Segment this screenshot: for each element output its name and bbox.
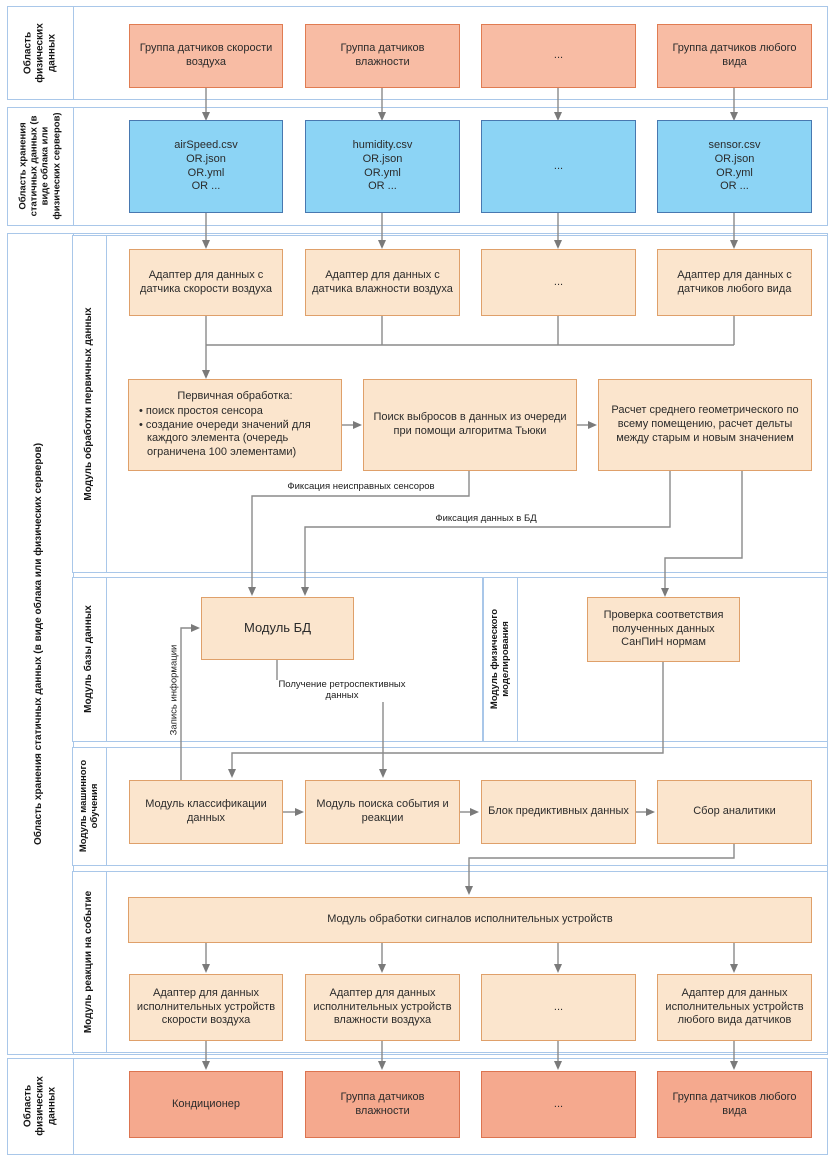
module-event-reaction-label: Модуль реакции на событие	[83, 890, 95, 1034]
edge-label-write-info: Запись информации	[168, 644, 180, 736]
box-file-ellipsis: ...	[481, 120, 636, 213]
label-column-divider	[106, 748, 107, 865]
box-label: Модуль обработки сигналов исполнительных…	[327, 913, 613, 926]
box-label: ...	[553, 275, 564, 288]
box-exec-adapter-airspeed: Адаптер для данных исполнительных устрой…	[129, 974, 283, 1041]
label-column-divider	[517, 578, 518, 741]
box-label: Группа датчиков любого вида	[672, 42, 797, 68]
box-out-humidity-group: Группа датчиков влажности	[305, 1071, 460, 1138]
primary-processing-bullet: • создание очереди значений для каждого …	[139, 418, 311, 459]
box-label: Адаптер для данных с датчика влажности в…	[312, 268, 453, 295]
section-physical-top-label: Область физических данных	[22, 23, 57, 83]
label-column-divider	[73, 7, 74, 99]
edge-label-faulty-sensors: Фиксация неисправных сенсоров	[287, 481, 435, 492]
box-tukey-outliers: Поиск выбросов в данных из очереди при п…	[363, 379, 577, 471]
box-label: Модуль поиска события и реакции	[316, 798, 449, 824]
box-label: Поиск выбросов в данных из очереди при п…	[373, 411, 567, 437]
box-file-airspeed: airSpeed.csv OR.json OR.yml OR ...	[129, 120, 283, 213]
box-label: ...	[553, 1097, 564, 1110]
box-label: Группа датчиков скорости воздуха	[139, 42, 273, 68]
module-primary-processing-label: Модуль обработки первичных данных	[83, 307, 95, 501]
box-label: Адаптер для данных с датчика скорости во…	[140, 268, 272, 295]
box-event-search-module: Модуль поиска события и реакции	[305, 780, 460, 844]
box-label: Адаптер для данных исполнительных устрой…	[665, 986, 804, 1027]
box-signal-processing: Модуль обработки сигналов исполнительных…	[128, 897, 812, 943]
section-static-storage-top-label: Область хранения статичных данных (в вид…	[17, 112, 63, 220]
box-geometric-mean: Расчет среднего геометрического по всему…	[598, 379, 812, 471]
box-adapter-airspeed: Адаптер для данных с датчика скорости во…	[129, 249, 283, 316]
box-primary-processing: Первичная обработка: • поиск простоя сен…	[128, 379, 342, 471]
box-label: sensor.csv OR.json OR.yml OR ...	[708, 138, 761, 193]
label-column-divider	[73, 1059, 74, 1154]
box-label: Сбор аналитики	[693, 805, 776, 818]
primary-processing-bullet: • поиск простоя сенсора	[139, 404, 263, 417]
edge-label-fix-to-db: Фиксация данных в БД	[435, 513, 537, 524]
box-label: Проверка соответствия полученных данных …	[603, 608, 724, 649]
box-sensor-group-humidity: Группа датчиков влажности	[305, 24, 460, 88]
box-label: humidity.csv OR.json OR.yml OR ...	[352, 138, 413, 193]
box-exec-adapter-any: Адаптер для данных исполнительных устрой…	[657, 974, 812, 1041]
box-exec-adapter-humidity: Адаптер для данных исполнительных устрой…	[305, 974, 460, 1041]
section-static-storage-main-label: Область хранения статичных данных (в вид…	[33, 442, 45, 846]
box-exec-adapter-ellipsis: ...	[481, 974, 636, 1041]
box-file-humidity: humidity.csv OR.json OR.yml OR ...	[305, 120, 460, 213]
box-analytics: Сбор аналитики	[657, 780, 812, 844]
box-label: ...	[553, 159, 564, 172]
box-sanpin-check: Проверка соответствия полученных данных …	[587, 597, 740, 662]
box-db-module: Модуль БД	[201, 597, 354, 660]
box-label: airSpeed.csv OR.json OR.yml OR ...	[174, 138, 238, 193]
box-conditioner: Кондиционер	[129, 1071, 283, 1138]
box-label: Кондиционер	[171, 1097, 241, 1110]
box-sensor-group-ellipsis: ...	[481, 24, 636, 88]
box-label: Адаптер для данных с датчиков любого вид…	[677, 268, 792, 295]
label-column-divider	[106, 872, 107, 1052]
box-label: ...	[553, 1000, 564, 1013]
module-database-label: Модуль базы данных	[83, 605, 95, 713]
edge-label-retrospective: Получение ретроспективных данных	[272, 679, 412, 702]
box-label: Группа датчиков влажности	[340, 42, 425, 68]
box-classification-module: Модуль классификации данных	[129, 780, 283, 844]
box-sensor-group-any: Группа датчиков любого вида	[657, 24, 812, 88]
box-label: Группа датчиков любого вида	[672, 1090, 797, 1117]
box-adapter-humidity: Адаптер для данных с датчика влажности в…	[305, 249, 460, 316]
box-sensor-group-airspeed: Группа датчиков скорости воздуха	[129, 24, 283, 88]
module-machine-learning-label: Модуль машинного обучения	[77, 759, 100, 853]
box-file-any: sensor.csv OR.json OR.yml OR ...	[657, 120, 812, 213]
primary-processing-title: Первичная обработка:	[177, 389, 293, 402]
box-label: Модуль БД	[243, 620, 312, 636]
box-label: Блок предиктивных данных	[488, 805, 629, 818]
label-column-divider	[106, 578, 107, 741]
module-physical-modeling-label: Модуль физического моделирования	[488, 608, 511, 710]
label-column-divider	[73, 108, 74, 225]
box-label: Группа датчиков влажности	[340, 1090, 425, 1117]
box-label: ...	[553, 49, 564, 62]
box-adapter-any: Адаптер для данных с датчиков любого вид…	[657, 249, 812, 316]
section-physical-bottom-label: Область физических данных	[22, 1076, 57, 1136]
box-label: Модуль классификации данных	[145, 798, 267, 824]
box-adapter-ellipsis: ...	[481, 249, 636, 316]
box-label: Адаптер для данных исполнительных устрой…	[313, 986, 452, 1027]
box-label: Расчет среднего геометрического по всему…	[611, 404, 799, 444]
label-column-divider	[106, 236, 107, 572]
box-predictive-block: Блок предиктивных данных	[481, 780, 636, 844]
box-out-ellipsis: ...	[481, 1071, 636, 1138]
box-label: Адаптер для данных исполнительных устрой…	[136, 986, 276, 1027]
box-out-any-group: Группа датчиков любого вида	[657, 1071, 812, 1138]
